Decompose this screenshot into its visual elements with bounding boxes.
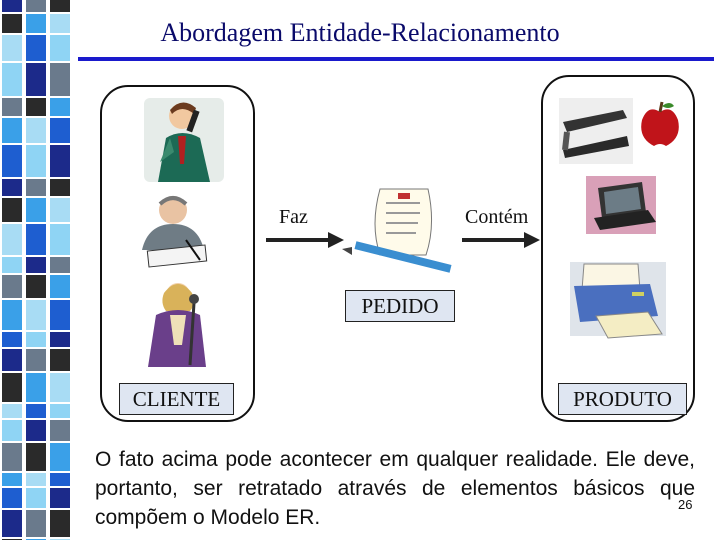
apple-clipart (641, 101, 679, 146)
arrow-contem (462, 232, 540, 248)
title-underline (78, 57, 714, 61)
arrow-faz (266, 232, 344, 248)
printer-clipart (570, 262, 666, 339)
entity-produto-label: PRODUTO (558, 383, 687, 415)
laptop-clipart (586, 176, 656, 234)
woman-microphone-clipart (148, 283, 206, 367)
stapler-clipart (559, 98, 633, 164)
page-number: 26 (678, 497, 693, 512)
slide-title: Abordagem Entidade-Relacionamento (160, 18, 560, 47)
entity-pedido-label: PEDIDO (345, 290, 455, 322)
entity-cliente-label: CLIENTE (119, 383, 234, 415)
order-document-clipart (342, 188, 452, 273)
relation-contem-label: Contém (465, 206, 529, 228)
businessman-phone-clipart (144, 98, 224, 182)
decorative-left-stripe (0, 0, 72, 540)
relation-faz-label: Faz (279, 206, 308, 228)
slide-body-text: O fato acima pode acontecer em qualquer … (95, 448, 695, 529)
tired-worker-clipart (142, 196, 208, 268)
